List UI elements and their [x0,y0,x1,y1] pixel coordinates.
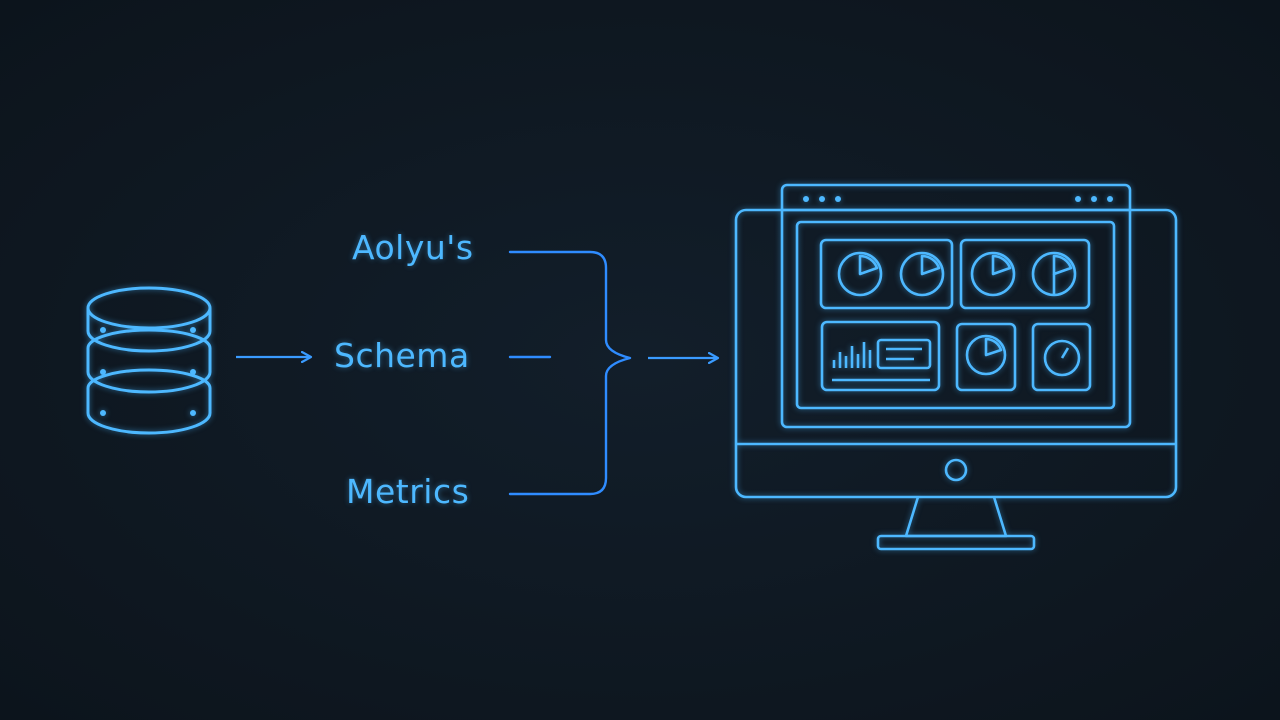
label-analysis: Aolyu's [352,228,474,267]
label-metrics: Metrics [346,472,470,511]
merge-bracket [508,250,632,496]
database-icon [86,286,212,435]
monitor-dashboard-icon [734,183,1178,551]
label-schema: Schema [334,336,470,375]
